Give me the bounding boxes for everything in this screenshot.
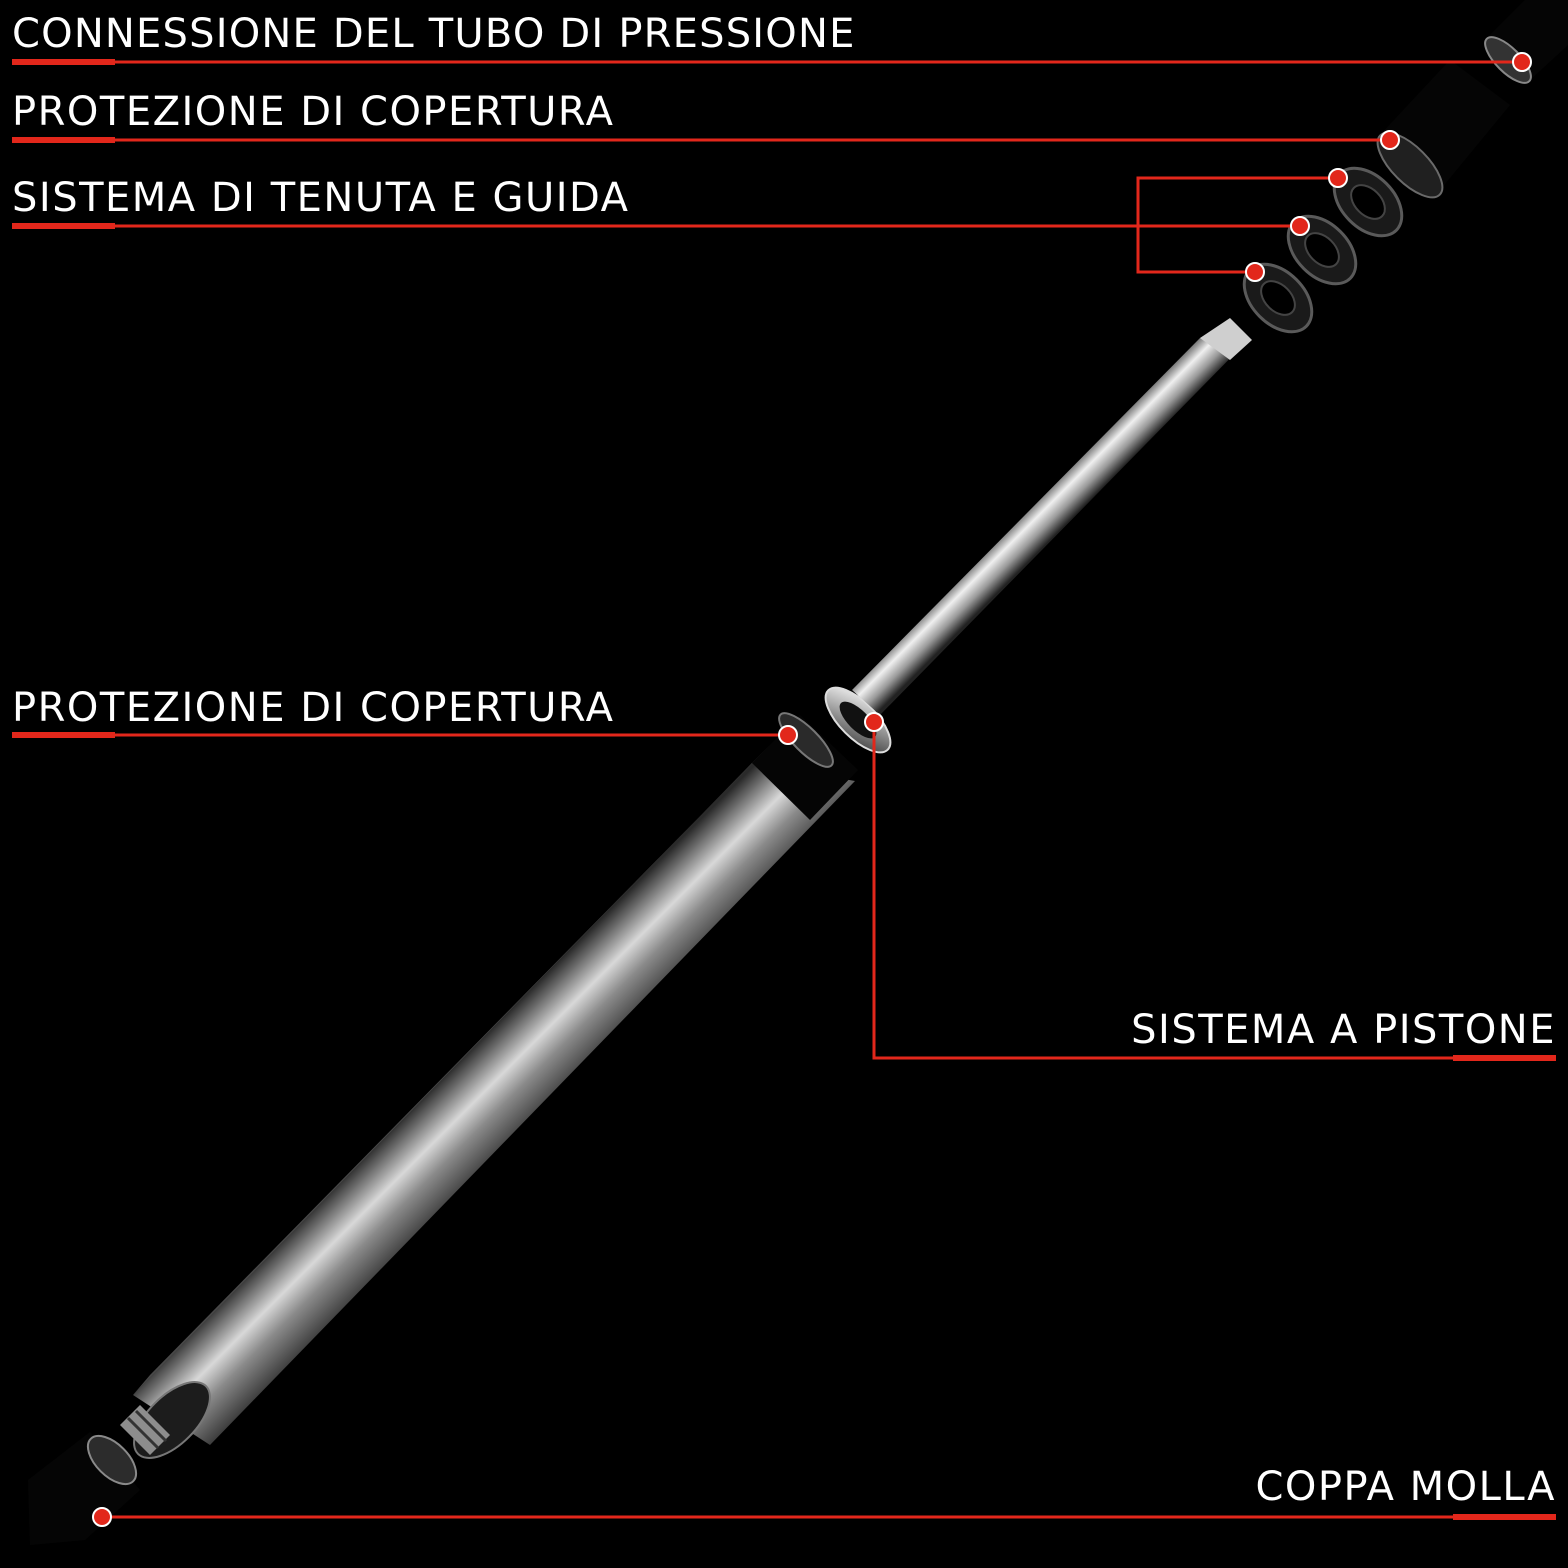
callout-dot-cover-top	[1380, 130, 1400, 150]
callout-line-piston	[872, 722, 1556, 1060]
callout-line-seal-bracket	[1136, 176, 1338, 274]
accent-bar-spring-cup	[1453, 1514, 1556, 1520]
callout-dot-seal-1	[1328, 168, 1348, 188]
callout-dot-cover-middle	[778, 725, 798, 745]
accent-bar-cover-top	[12, 137, 115, 143]
seal-guide-ring-3	[1332, 166, 1404, 238]
accent-bar-seal-guide	[12, 223, 115, 229]
label-spring-cup: COPPA MOLLA	[1255, 1464, 1556, 1510]
spring-cup-part	[28, 1432, 140, 1545]
label-seal-and-guide-system: SISTEMA DI TENUTA E GUIDA	[12, 175, 630, 221]
cylinder-body	[133, 745, 855, 1459]
piston-rod	[852, 318, 1252, 715]
threaded-stud	[120, 1405, 170, 1455]
accent-bar-pressure-tube	[12, 59, 115, 65]
callout-dot-seal-2	[1290, 216, 1310, 236]
label-pressure-tube-connection: CONNESSIONE DEL TUBO DI PRESSIONE	[12, 11, 856, 57]
label-cover-protection-top: PROTEZIONE DI COPERTURA	[12, 89, 615, 135]
accent-bar-cover-middle	[12, 732, 115, 738]
pressure-tube-connection-part	[1484, 0, 1568, 84]
label-cover-protection-middle: PROTEZIONE DI COPERTURA	[12, 685, 615, 731]
callout-dot-seal-3	[1245, 262, 1265, 282]
label-piston-system: SISTEMA A PISTONE	[1131, 1007, 1556, 1053]
callout-dot-spring-cup	[92, 1507, 112, 1527]
accent-bar-piston	[1453, 1055, 1556, 1061]
callout-dot-piston	[864, 712, 884, 732]
callout-dot-pressure-tube	[1512, 52, 1532, 72]
